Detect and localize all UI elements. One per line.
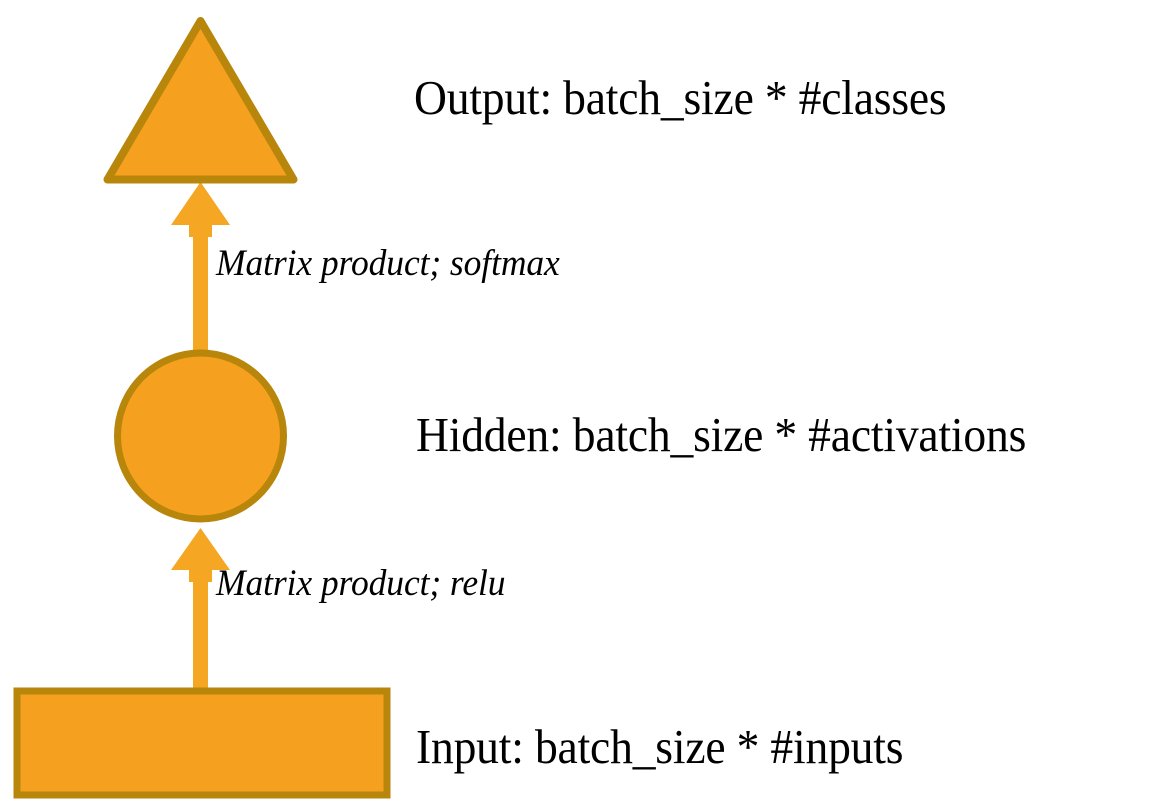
node-hidden-circle[interactable] [114,349,287,523]
hidden-layer-label: Hidden: batch_size * #activations [416,407,1027,462]
edge-label-input-to-hidden: Matrix product; relu [216,563,506,604]
edge-input-to-hidden-arrow [171,528,230,692]
edge-label-hidden-to-output: Matrix product; softmax [216,243,560,284]
input-layer-label: Input: batch_size * #inputs [416,719,904,774]
edge-hidden-to-output-arrow [171,182,230,357]
node-output-triangle[interactable] [103,17,298,184]
node-input-rectangle[interactable] [13,687,391,799]
output-layer-label: Output: batch_size * #classes [414,70,947,125]
